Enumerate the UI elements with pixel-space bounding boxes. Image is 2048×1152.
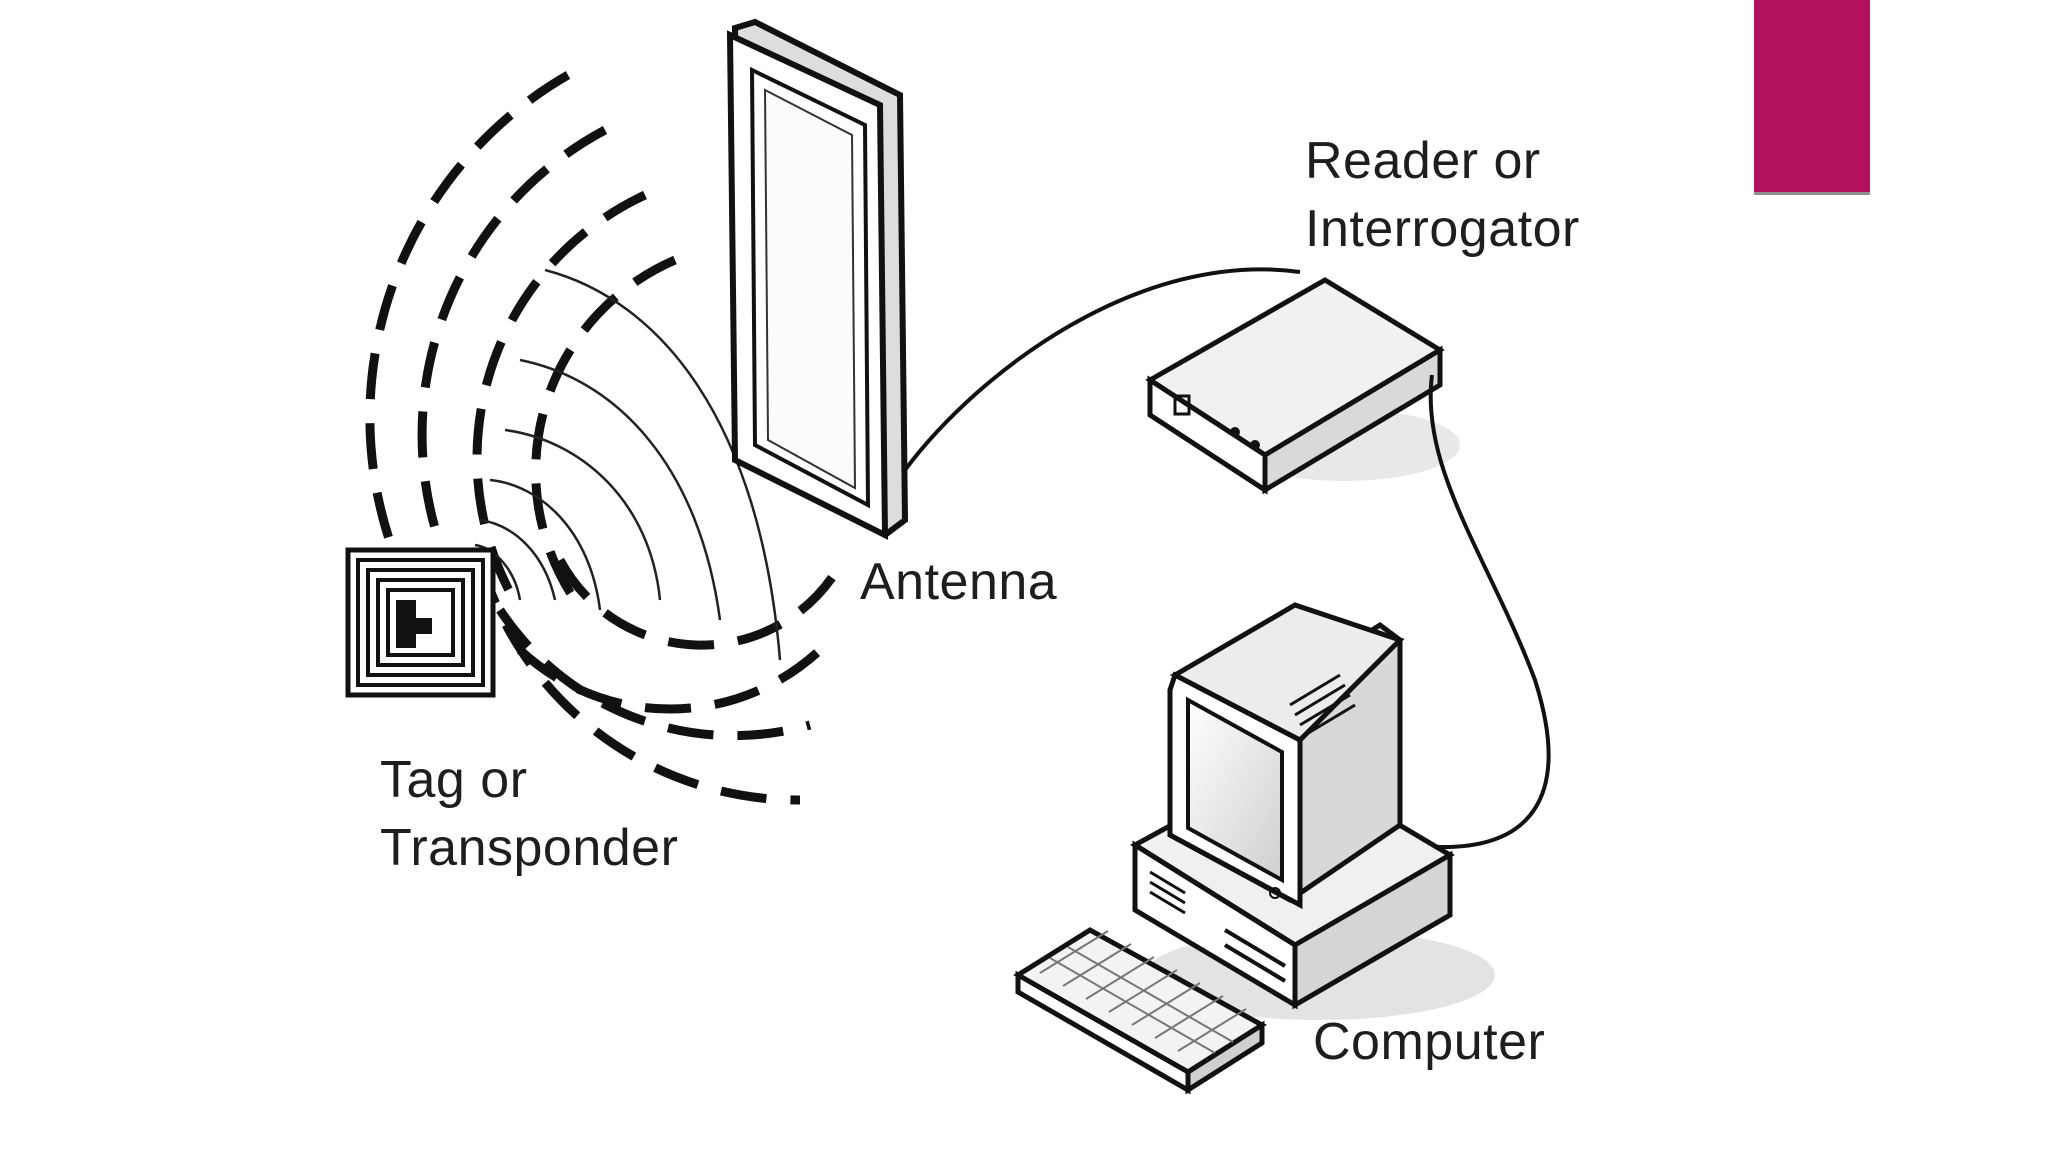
computer-label: Computer <box>1313 1013 1546 1071</box>
reader-computer-cable <box>1409 374 1551 849</box>
tag-label: Tag or Transponder <box>380 751 679 877</box>
rfid-tag-icon <box>345 547 496 698</box>
keyboard-icon <box>1013 927 1267 1095</box>
antenna-reader-cable <box>903 267 1301 472</box>
reader-label: Reader or Interrogator <box>1305 132 1580 258</box>
radio-waves-icon <box>365 71 844 805</box>
accent-underline <box>1754 192 1870 195</box>
accent-block <box>1754 0 1870 193</box>
field-lines <box>474 268 782 661</box>
antenna-panel-icon <box>726 18 909 540</box>
desktop-computer-icon <box>1130 602 1495 1020</box>
antenna-label: Antenna <box>860 553 1058 611</box>
reader-device-icon <box>1145 277 1460 495</box>
